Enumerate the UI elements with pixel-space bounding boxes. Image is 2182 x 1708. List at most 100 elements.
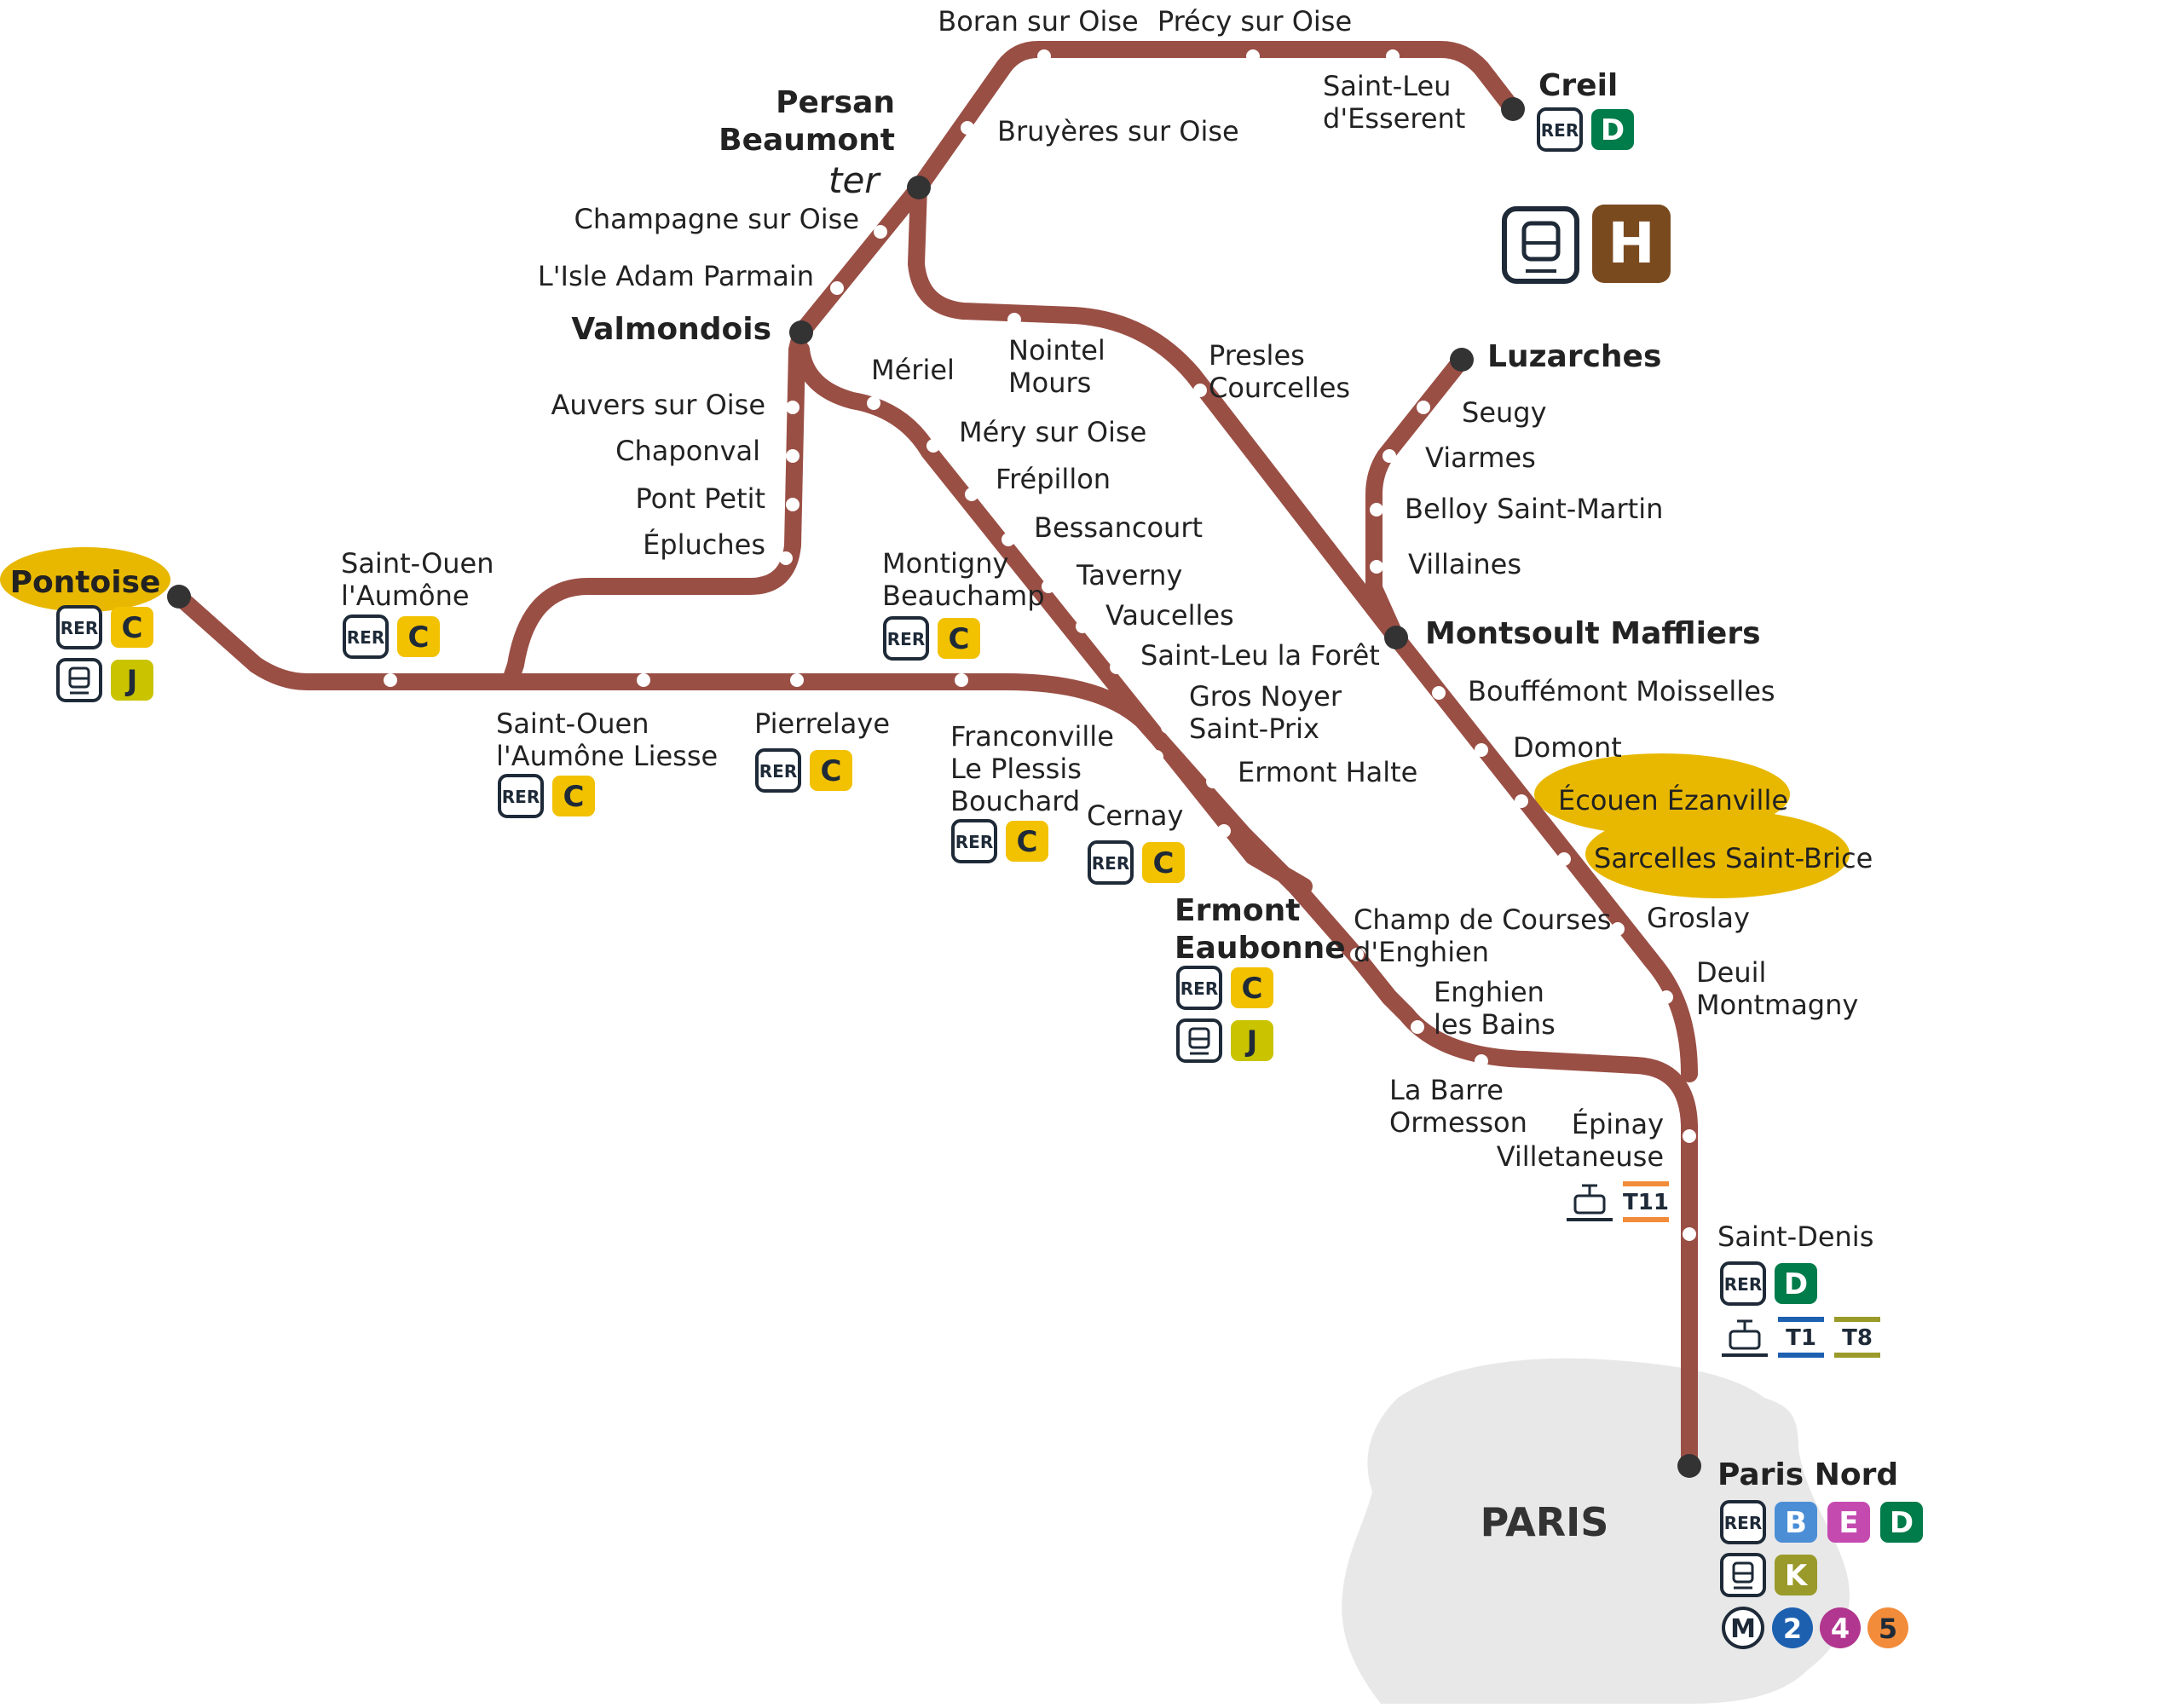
badge-saintouen_liesse-rer-0: RER xyxy=(498,774,544,818)
svg-text:E: E xyxy=(1839,1506,1858,1540)
highlight-pontoise xyxy=(0,547,170,612)
svg-text:D: D xyxy=(1890,1506,1914,1540)
branch-persan-valmondois xyxy=(793,179,927,341)
svg-text:M: M xyxy=(1730,1614,1756,1644)
badge-pierrelaye-line-1: C xyxy=(810,750,852,791)
station-label-taverny: Taverny xyxy=(1076,559,1182,591)
station-label-precy: Précy sur Oise xyxy=(1157,5,1352,38)
station-label-pierrelaye: Pierrelaye xyxy=(754,707,890,740)
station-label-pontoise: Pontoise xyxy=(10,565,161,600)
line-h-label: H xyxy=(1608,211,1654,276)
svg-text:C: C xyxy=(122,611,143,645)
badge-epinay-tline-1: T11 xyxy=(1623,1181,1669,1222)
paris-label: PARIS xyxy=(1481,1499,1609,1545)
station-dots xyxy=(384,49,1696,1241)
badge-pontoise-train-2 xyxy=(56,658,102,702)
svg-text:C: C xyxy=(563,780,585,814)
svg-text:C: C xyxy=(1153,846,1175,880)
station-label-luzarches: Luzarches xyxy=(1487,339,1661,374)
station-label-sarcelles: Sarcelles Saint-Brice xyxy=(1594,842,1873,874)
station-label-ermonthalte: Ermont Halte xyxy=(1238,756,1417,788)
station-label-bouffemont: Bouffémont Moisselles xyxy=(1468,675,1775,707)
badge-parisnord-line-3: D xyxy=(1880,1502,1923,1543)
badge-parisnord-rer-0: RER xyxy=(1720,1500,1766,1544)
svg-text:RER: RER xyxy=(1541,120,1579,141)
station-label-saintleu_foret: Saint-Leu la Forêt xyxy=(1140,639,1380,672)
station-label-chaponval: Chaponval xyxy=(615,435,760,467)
station-label-valmondois: Valmondois xyxy=(571,312,771,347)
station-label-viarmes: Viarmes xyxy=(1425,441,1536,474)
badge-saintdenis-tline-3: T1 xyxy=(1778,1317,1824,1358)
station-label-epluches: Épluches xyxy=(643,528,765,561)
svg-text:RER: RER xyxy=(955,832,993,852)
station-label-parisnord: Paris Nord xyxy=(1717,1457,1898,1492)
station-label-montsoult: Montsoult Maffliers xyxy=(1425,616,1761,651)
svg-text:RER: RER xyxy=(759,761,797,782)
badge-saintouen-line-1: C xyxy=(397,616,440,657)
svg-text:C: C xyxy=(949,622,970,656)
svg-text:RER: RER xyxy=(61,618,98,638)
station-label-bessancourt: Bessancourt xyxy=(1034,511,1203,544)
station-label-saintdenis: Saint-Denis xyxy=(1717,1220,1873,1253)
badge-cernay-rer-0: RER xyxy=(1088,840,1134,885)
svg-text:C: C xyxy=(821,754,842,788)
svg-text:K: K xyxy=(1785,1559,1809,1593)
branch-creil xyxy=(910,41,1521,196)
badge-ermont-line-1: C xyxy=(1231,967,1273,1008)
badge-saintouen_liesse-line-1: C xyxy=(552,776,595,816)
badge-creil-line-1: D xyxy=(1591,109,1634,150)
badge-parisnord-line-2: E xyxy=(1827,1502,1870,1543)
svg-text:J: J xyxy=(125,664,138,698)
svg-text:2: 2 xyxy=(1783,1613,1802,1645)
svg-text:4: 4 xyxy=(1831,1613,1850,1645)
badge-parisnord-metroline-8: 4 xyxy=(1820,1607,1861,1648)
line-paths xyxy=(170,41,1698,1474)
badge-pontoise-rer-0: RER xyxy=(56,605,102,649)
station-label-belloy: Belloy Saint-Martin xyxy=(1405,493,1663,525)
svg-text:RER: RER xyxy=(502,787,540,807)
svg-text:RER: RER xyxy=(1092,853,1129,874)
svg-text:C: C xyxy=(1017,825,1038,859)
svg-text:RER: RER xyxy=(1724,1274,1762,1295)
badge-ermont-line-3: J xyxy=(1231,1020,1273,1061)
badge-pierrelaye-rer-0: RER xyxy=(755,748,801,793)
svg-text:ter: ter xyxy=(828,159,881,201)
svg-text:T8: T8 xyxy=(1842,1325,1873,1351)
station-label-auvers: Auvers sur Oise xyxy=(551,389,765,421)
station-label-champagne: Champagne sur Oise xyxy=(574,203,860,235)
badge-parisnord-metroline-9: 5 xyxy=(1867,1607,1908,1648)
badge-cernay-line-1: C xyxy=(1142,842,1185,883)
badge-saintdenis-line-1: D xyxy=(1775,1263,1817,1304)
paris-area xyxy=(1342,1358,1850,1704)
svg-text:C: C xyxy=(1242,972,1263,1006)
station-label-ecouen: Écouen Ézanville xyxy=(1558,784,1788,816)
station-label-cernay: Cernay xyxy=(1087,799,1183,832)
badge-saintouen-rer-0: RER xyxy=(343,615,389,659)
station-label-seugy: Seugy xyxy=(1462,396,1547,429)
badge-epinay-tram-0 xyxy=(1567,1184,1613,1221)
badge-pontoise-line-1: C xyxy=(111,607,153,648)
badge-franconville-rer-0: RER xyxy=(951,819,997,863)
terminal-nodes xyxy=(167,97,1701,1478)
svg-text:RER: RER xyxy=(887,629,925,649)
svg-text:J: J xyxy=(1245,1024,1258,1059)
svg-text:RER: RER xyxy=(1724,1513,1762,1533)
badge-parisnord-metro-6: M xyxy=(1722,1607,1764,1649)
branch-persan-montsoult xyxy=(908,179,1405,646)
station-label-groslay: Groslay xyxy=(1647,902,1750,934)
badge-montigny-line-1: C xyxy=(938,618,980,659)
